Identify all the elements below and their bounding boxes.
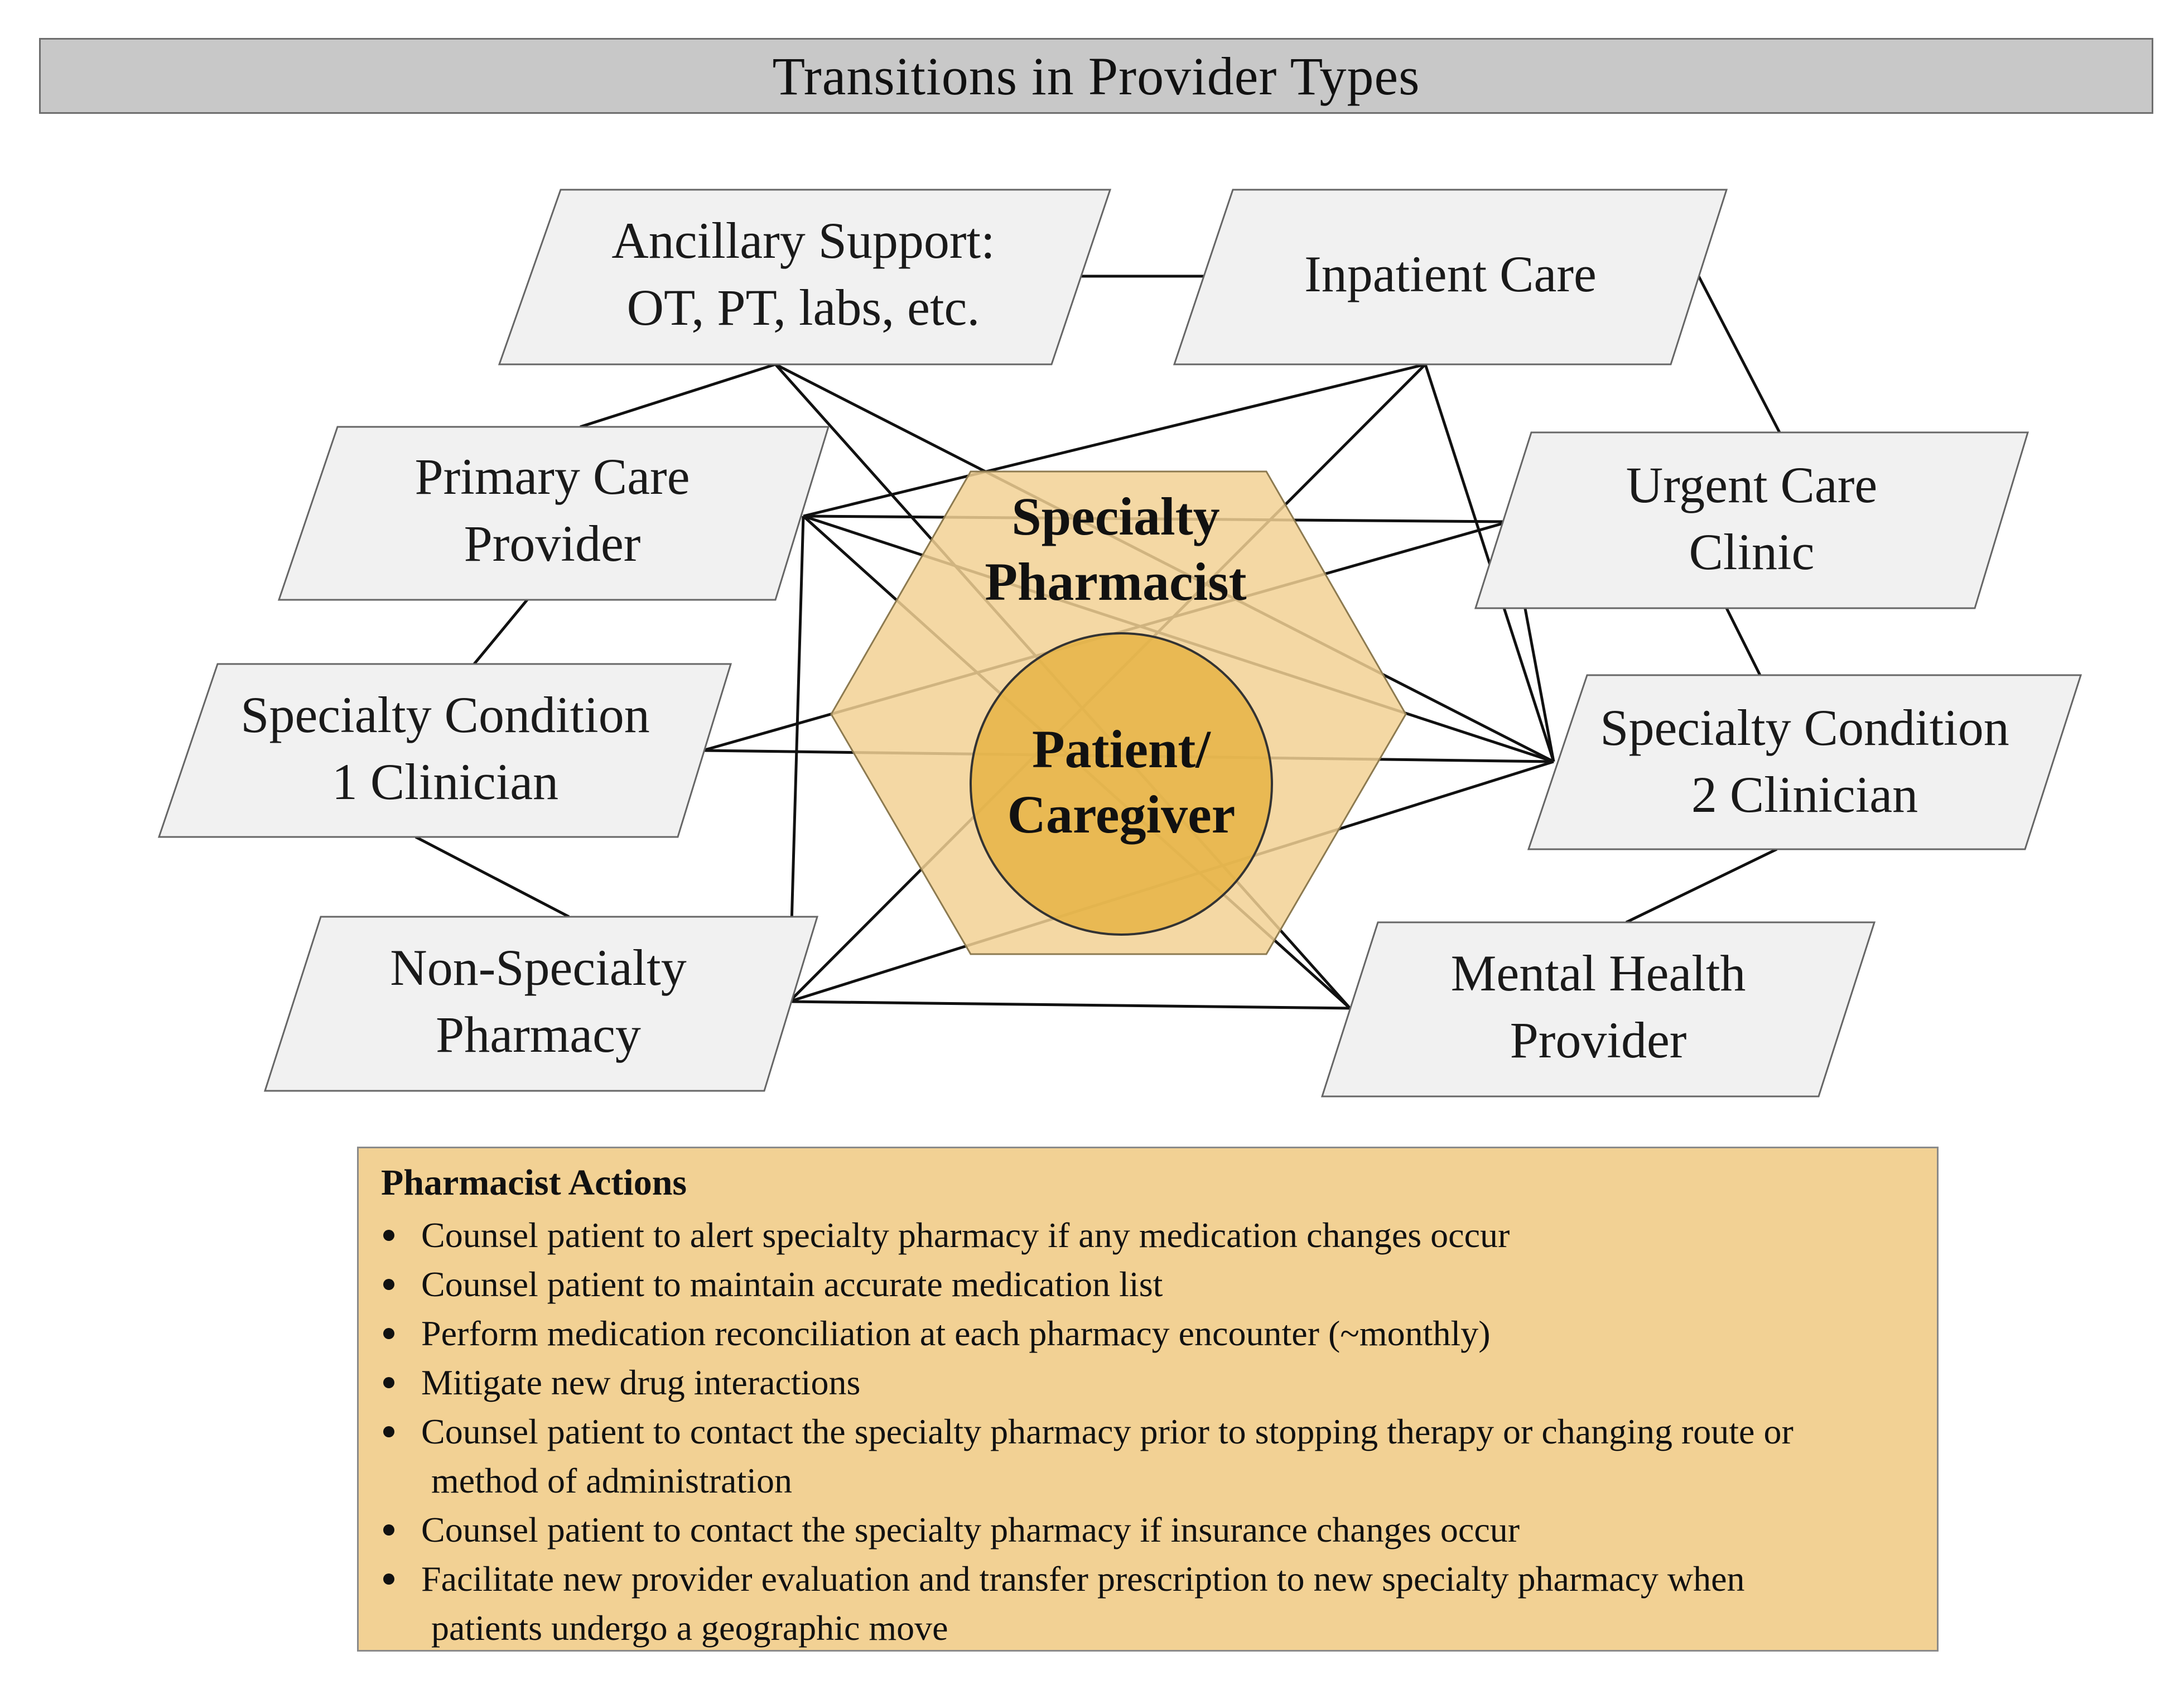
node-mental-health-provider: Mental Health Provider [1320, 921, 1876, 1098]
action-item: Perform medication reconciliation at eac… [381, 1309, 1915, 1358]
node-primary-care-provider: Primary Care Provider [277, 426, 830, 601]
hub-inner-label-2: Caregiver [1007, 785, 1236, 844]
node-spec1-label-1: Specialty Condition [240, 686, 649, 743]
node-urgent-care-clinic: Urgent Care Clinic [1474, 431, 2029, 609]
node-primary-label-2: Provider [464, 515, 641, 572]
node-inpatient-label-1: Inpatient Care [1304, 246, 1597, 302]
pharmacist-actions-list: Counsel patient to alert specialty pharm… [381, 1211, 1915, 1653]
node-ancillary-support: Ancillary Support: OT, PT, labs, etc. [498, 189, 1112, 365]
connector-nonspec-mental [789, 1000, 1351, 1010]
diagram-title: Transitions in Provider Types [39, 38, 2153, 114]
node-mental-label-2: Provider [1510, 1012, 1687, 1069]
hub-outer-label-1: Specialty [1011, 487, 1219, 546]
action-item: Counsel patient to contact the specialty… [381, 1407, 1915, 1505]
node-mental-label-1: Mental Health [1451, 945, 1746, 1002]
connector-urgent-spec2 [1725, 607, 1762, 676]
node-ancillary-shape [498, 189, 1112, 365]
node-urgent-label-2: Clinic [1689, 523, 1815, 580]
connector-inpatient-urgent [1697, 275, 1781, 434]
node-ancillary-label-1: Ancillary Support: [611, 212, 995, 269]
action-item: Mitigate new drug interactions [381, 1358, 1915, 1407]
node-nonspec-label-1: Non-Specialty [390, 939, 686, 996]
node-spec2-shape [1527, 674, 2082, 850]
pharmacist-actions-box: Pharmacist Actions Counsel patient to al… [357, 1147, 1939, 1652]
connector-ancillary-primary [580, 363, 776, 429]
node-spec2-label-2: 2 Clinician [1691, 766, 1918, 823]
hub-circle-patient-caregiver [970, 632, 1273, 936]
node-specialty-condition-2-clinician: Specialty Condition 2 Clinician [1527, 674, 2082, 850]
node-inpatient-care: Inpatient Care [1173, 189, 1728, 365]
action-item: Counsel patient to maintain accurate med… [381, 1260, 1915, 1309]
hub-specialty-pharmacist: Specialty Pharmacist Patient/ Caregiver [830, 470, 1407, 955]
node-spec2-label-1: Specialty Condition [1600, 699, 2009, 756]
action-item: Facilitate new provider evaluation and t… [381, 1555, 1915, 1653]
connector-spec1-nonspec [414, 835, 570, 918]
action-item: Counsel patient to alert specialty pharm… [381, 1211, 1915, 1260]
node-primary-label-1: Primary Care [414, 448, 690, 505]
node-primary-shape [277, 426, 830, 601]
connector-inpatient-primary [803, 363, 1426, 518]
pharmacist-actions-heading: Pharmacist Actions [381, 1162, 687, 1203]
hub-outer-label-2: Pharmacist [985, 552, 1246, 612]
node-urgent-label-1: Urgent Care [1626, 456, 1877, 513]
action-item: Counsel patient to contact the specialty… [381, 1505, 1915, 1555]
node-ancillary-label-2: OT, PT, labs, etc. [627, 279, 980, 336]
hub-inner-label-1: Patient/ [1032, 719, 1211, 779]
connector-primary-spec1 [473, 599, 528, 665]
node-mental-shape [1320, 921, 1876, 1098]
node-spec1-shape [157, 663, 732, 838]
node-nonspec-shape [263, 916, 819, 1092]
provider-transition-diagram: Ancillary Support: OT, PT, labs, etc. In… [157, 189, 2082, 1098]
node-specialty-condition-1-clinician: Specialty Condition 1 Clinician [157, 663, 732, 838]
node-spec1-label-2: 1 Clinician [332, 753, 558, 810]
node-inpatient-shape [1173, 189, 1728, 365]
node-urgent-shape [1474, 431, 2029, 609]
node-nonspec-label-2: Pharmacy [436, 1006, 641, 1063]
connector-spec2-mental [1625, 848, 1778, 924]
node-non-specialty-pharmacy: Non-Specialty Pharmacy [263, 916, 819, 1092]
